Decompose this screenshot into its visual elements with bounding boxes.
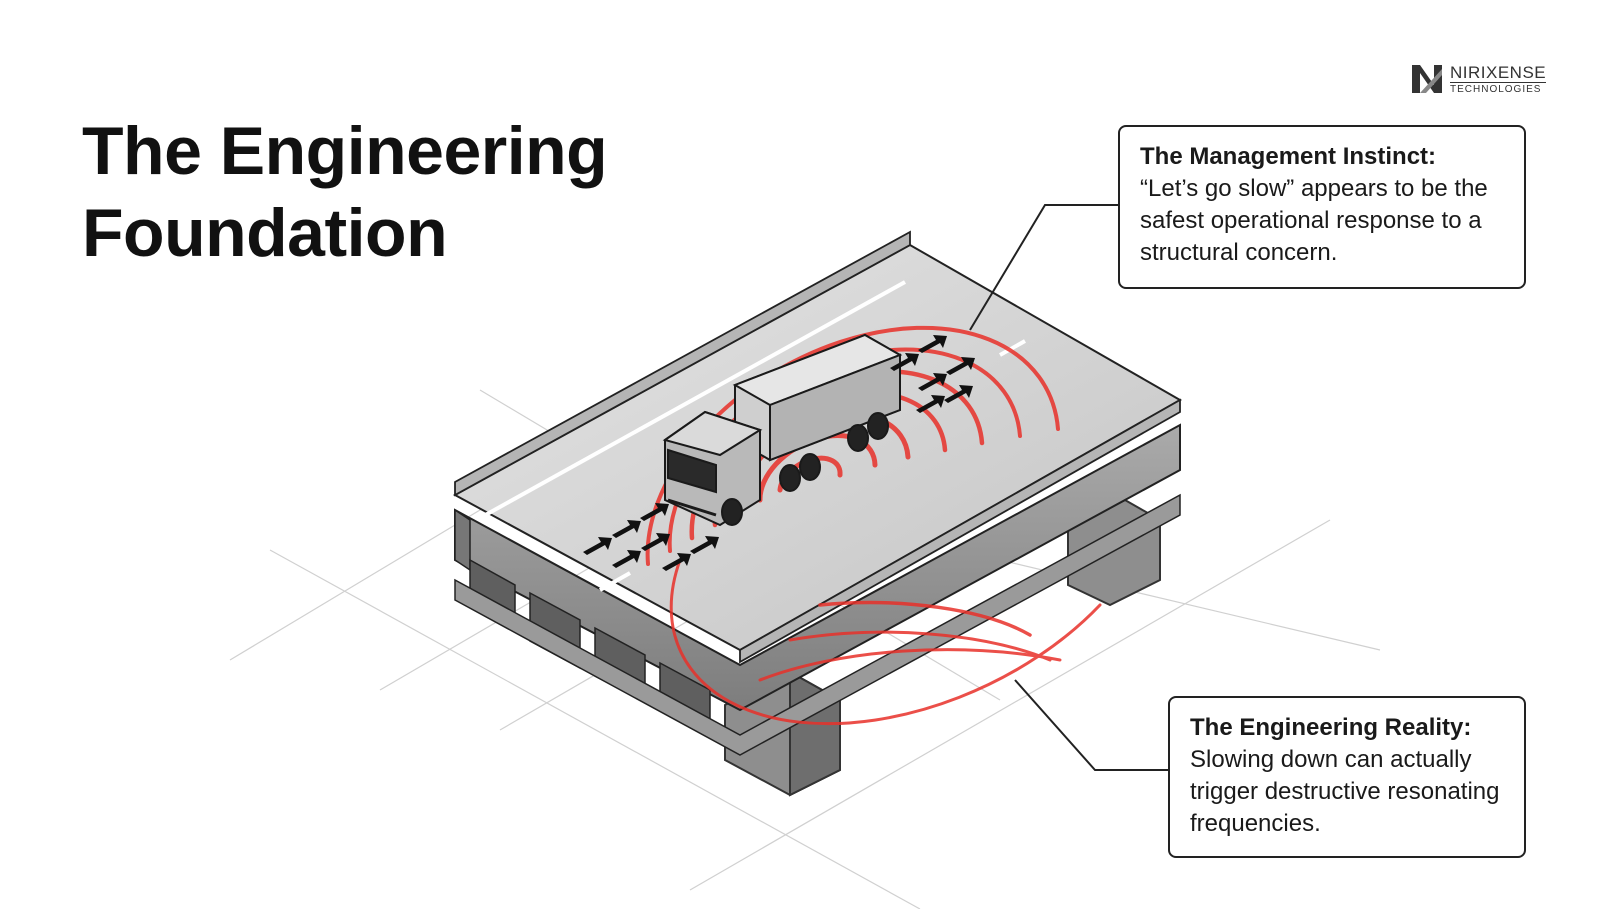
company-logo: NIRIXENSE TECHNOLOGIES: [1410, 62, 1560, 96]
logo-subtitle: TECHNOLOGIES: [1450, 83, 1542, 95]
callout-engineering-reality: The Engineering Reality: Slowing down ca…: [1168, 696, 1526, 858]
title-line-2: Foundation: [82, 195, 448, 271]
callout-engineering-text: Slowing down can actually trigger destru…: [1190, 746, 1500, 837]
callout-management-text: “Let’s go slow” appears to be the safest…: [1140, 175, 1488, 266]
page-title: The Engineering Foundation: [82, 110, 608, 274]
leader-line-engineering: [1014, 679, 1168, 771]
bridge-deck: [452, 230, 1183, 756]
nirixense-logo-icon: [1412, 65, 1442, 93]
logo-wordmark: NIRIXENSE: [1450, 62, 1547, 83]
traffic-arrows-front: [890, 335, 975, 413]
truck-illustration: [662, 333, 903, 527]
title-line-1: The Engineering: [82, 113, 608, 189]
traffic-arrows-rear: [583, 503, 719, 571]
leader-line-management: [969, 204, 1118, 331]
callout-management-instinct: The Management Instinct: “Let’s go slow”…: [1118, 125, 1526, 289]
callout-engineering-heading: The Engineering Reality:: [1190, 714, 1472, 741]
callout-management-heading: The Management Instinct:: [1140, 143, 1437, 170]
